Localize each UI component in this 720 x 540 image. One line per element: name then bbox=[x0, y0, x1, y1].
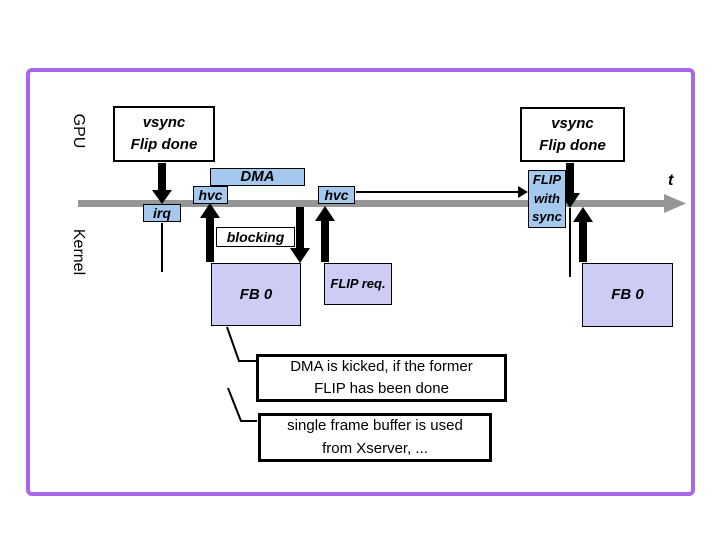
note1-connector bbox=[226, 326, 256, 362]
note-single-framebuffer: single frame buffer is used from Xserver… bbox=[258, 413, 492, 462]
fb0-right-up-arrow bbox=[573, 207, 593, 262]
note-dma-kicked: DMA is kicked, if the former FLIP has be… bbox=[256, 354, 507, 402]
hvc-to-flip-arrow bbox=[356, 186, 528, 198]
blocking-box: blocking bbox=[216, 227, 295, 247]
irq-box: irq bbox=[143, 204, 181, 222]
gpu-lane-label: GPU bbox=[70, 113, 87, 149]
timeline-arrowhead bbox=[664, 194, 686, 213]
hvc-box-left: hvc bbox=[193, 186, 228, 204]
kernel-lane-label: Kernel bbox=[70, 228, 87, 276]
note2-connector bbox=[227, 387, 257, 422]
fb0-box-left: FB 0 bbox=[211, 263, 301, 326]
flip-with-sync-box: FLIP with sync bbox=[528, 170, 566, 228]
flip-req-up-arrow bbox=[315, 206, 335, 262]
dma-box: DMA bbox=[210, 168, 305, 186]
vsync-flip-done-box-left: vsync Flip done bbox=[113, 106, 215, 162]
dma-down-arrow bbox=[290, 207, 310, 263]
vsync-flip-done-box-right: vsync Flip done bbox=[520, 107, 625, 162]
vsync-left-down-arrow bbox=[152, 163, 172, 204]
fb0-left-up-arrow bbox=[200, 203, 220, 262]
flip-req-box: FLIP req. bbox=[324, 263, 392, 305]
fb0-box-right: FB 0 bbox=[582, 263, 673, 327]
timeline-axis bbox=[78, 194, 686, 213]
time-axis-label: t bbox=[668, 172, 674, 189]
hvc-box-right: hvc bbox=[318, 186, 355, 204]
